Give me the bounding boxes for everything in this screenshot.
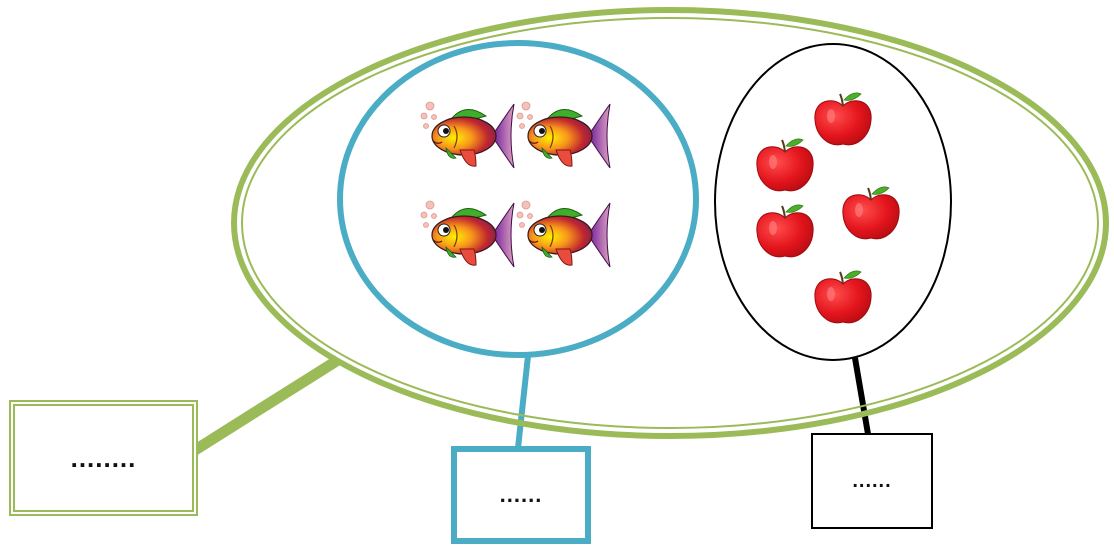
fish-set-ellipse: [337, 40, 699, 358]
apple-set-ellipse: [714, 43, 952, 361]
fish-count-box[interactable]: ......: [451, 446, 591, 544]
total-answer-placeholder: ........: [70, 442, 137, 473]
fish-connector-line: [515, 355, 531, 449]
fish-count-placeholder: ......: [499, 482, 543, 507]
total-answer-box[interactable]: ........: [9, 400, 198, 516]
apple-count-placeholder: ......: [852, 469, 892, 492]
whole-set-ellipse: [231, 7, 1109, 439]
total-connector-line: [189, 355, 341, 457]
apple-connector-line: [852, 357, 871, 435]
apple-count-box[interactable]: ......: [811, 433, 933, 529]
